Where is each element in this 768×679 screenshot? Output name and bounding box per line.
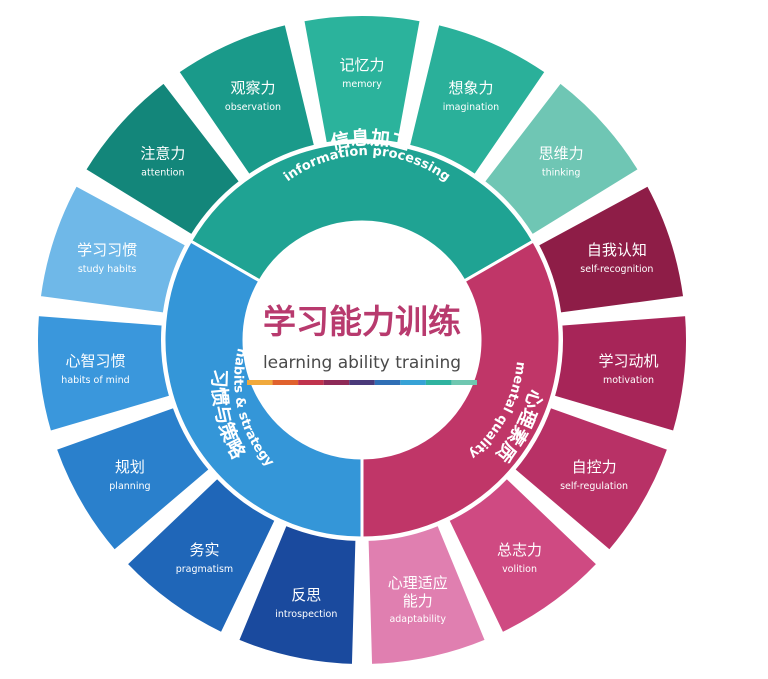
petal-memory: 记忆力 memory	[302, 14, 422, 145]
petal-label-en: introspection	[275, 609, 337, 620]
petal-planning: 规划 planning	[54, 405, 212, 553]
petal-shape	[512, 405, 670, 553]
petal-thinking: 思维力 thinking	[482, 81, 641, 237]
petal-label-cn: 规划	[115, 458, 145, 476]
petal-label-cn: 心理适应	[388, 574, 448, 592]
petal-label-en: imagination	[443, 102, 499, 113]
petal-shape	[176, 22, 317, 177]
petal-label-cn: 观察力	[230, 79, 275, 97]
petal-shape	[482, 81, 641, 237]
petal-pragmatism: 务实 pragmatism	[125, 476, 277, 635]
petal-shape	[552, 313, 688, 434]
petal-label-en: memory	[342, 79, 382, 90]
color-bar-segment	[425, 380, 452, 385]
color-bar-segment	[272, 380, 299, 385]
petal-label-en: study habits	[78, 264, 137, 275]
petal-shape	[236, 523, 358, 666]
petal-label-en: self-regulation	[560, 481, 628, 492]
petal-label-cn: 记忆力	[339, 56, 384, 74]
petal-study-habits: 学习习惯 study habits	[38, 184, 188, 315]
petal-label-en: habits of mind	[61, 375, 129, 386]
color-bar-segment	[349, 380, 375, 385]
section-ring	[162, 140, 562, 540]
color-bar-segment	[374, 380, 401, 385]
petal-label-en: attention	[141, 168, 184, 179]
petal-shape	[366, 523, 488, 666]
petal-shape	[536, 184, 686, 315]
petal-label-cn: 想象力	[448, 79, 493, 97]
petal-shape	[447, 476, 599, 635]
petal-label-en: adaptability	[389, 614, 446, 625]
petal-shape	[36, 313, 172, 434]
petal-label-cn: 学习习惯	[77, 241, 137, 259]
petal-shape	[54, 405, 212, 553]
petal-label-cn: 反思	[291, 586, 321, 604]
petal-label-en: motivation	[603, 375, 654, 386]
petal-observation: 观察力 observation	[176, 22, 317, 177]
petal-label-cn: 务实	[189, 541, 219, 559]
petal-introspection: 反思 introspection	[236, 523, 358, 666]
petal-label-en: self-recognition	[580, 264, 653, 275]
petal-motivation: 学习动机 motivation	[552, 313, 688, 434]
petal-label-en: planning	[109, 481, 150, 492]
petal-label-cn: 总志力	[497, 541, 542, 559]
petal-shape	[302, 14, 422, 145]
center-color-bar	[247, 380, 477, 385]
petal-attention: 注意力 attention	[83, 81, 242, 237]
color-bar-segment	[400, 380, 426, 385]
petal-volition: 总志力 volition	[447, 476, 599, 635]
color-bar-segment	[451, 380, 477, 385]
petal-label-en: volition	[502, 564, 537, 575]
petal-imagination: 想象力 imagination	[407, 22, 548, 177]
petal-self-recognition: 自我认知 self-recognition	[536, 184, 686, 315]
color-bar-segment	[323, 380, 350, 385]
petal-label-en: observation	[225, 102, 281, 113]
color-bar-segment	[247, 380, 273, 385]
petal-label-en: pragmatism	[176, 564, 233, 575]
petal-shape	[38, 184, 188, 315]
center-title-en: learning ability training	[263, 353, 461, 373]
color-bar-segment	[298, 380, 324, 385]
petal-shape	[125, 476, 277, 635]
petal-label-cn-line2: 能力	[403, 592, 433, 610]
petal-label-cn: 自我认知	[587, 241, 647, 259]
petal-self-regulation: 自控力 self-regulation	[512, 405, 670, 553]
petal-habits-of-mind: 心智习惯 habits of mind	[36, 313, 172, 434]
petal-label-cn: 注意力	[140, 145, 185, 163]
petal-label-cn: 心智习惯	[65, 352, 125, 370]
center-title-cn: 学习能力训练	[263, 302, 461, 341]
petal-label-cn: 自控力	[572, 458, 617, 476]
petal-shape	[83, 81, 242, 237]
petal-label-cn: 学习动机	[599, 352, 659, 370]
petal-shape	[407, 22, 548, 177]
petal-label-en: thinking	[542, 168, 581, 179]
center-disc	[244, 222, 480, 458]
petal-ring: 记忆力 memory 想象力 imagination 思维力 thinking 自我认知 se…	[36, 14, 688, 666]
petal-label-cn: 思维力	[539, 145, 584, 163]
